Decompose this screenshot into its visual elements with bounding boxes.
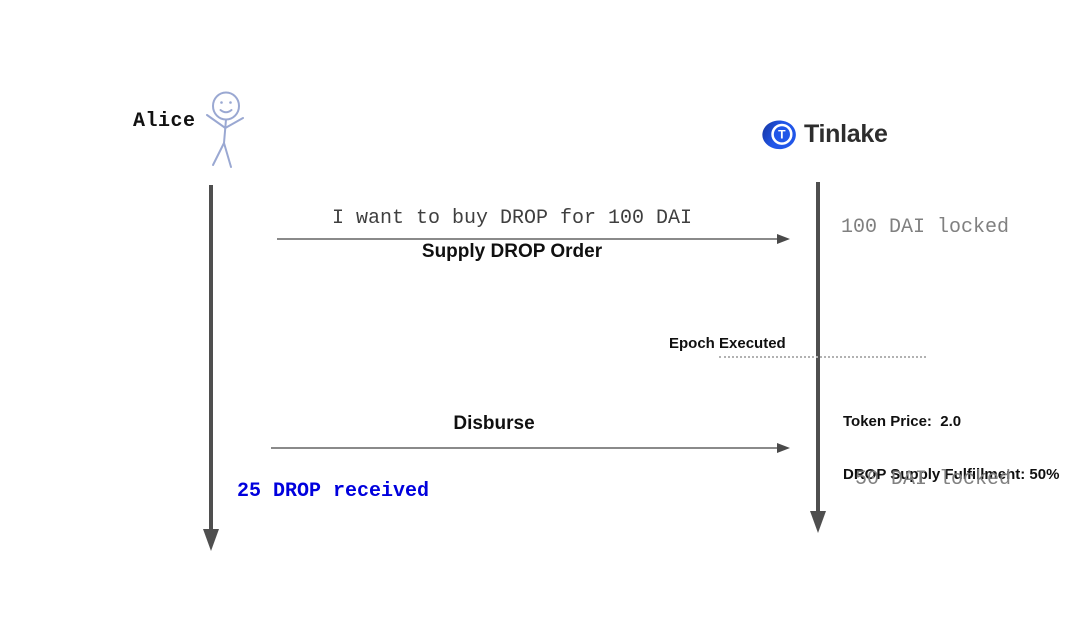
message-1-note: I want to buy DROP for 100 DAI [331,207,693,230]
actor-alice-label: Alice [133,110,196,133]
tinlake-logo-letter: T [778,128,786,142]
message-2-arrow [271,443,790,453]
token-price-text: Token Price: 2.0 [843,413,962,430]
alice-lifeline-arrow [203,185,219,551]
dai-locked-after-note: 50 DAI locked [855,468,1012,491]
actor-tinlake-label: Tinlake [804,120,888,148]
tinlake-lifeline-arrow [810,182,826,533]
message-2-label: Disburse [453,413,535,434]
stick-figure-icon [206,91,244,168]
fulfillment-text: DROP Supply Fulfillment: 50% [843,465,1060,483]
epoch-result-note: Token Price: 2.0 DROP Supply Fulfillment… [843,378,1059,518]
epoch-executed-label: Epoch Executed [669,335,786,352]
dai-locked-before-note: 100 DAI locked [841,216,1010,239]
message-1-label: Supply DROP Order [421,241,603,262]
tinlake-logo-icon: T [762,120,796,150]
message-1-arrow [277,234,790,244]
drop-received-note: 25 DROP received [237,480,430,503]
epoch-divider-line [719,356,926,358]
actor-tinlake: T Tinlake [760,118,888,151]
